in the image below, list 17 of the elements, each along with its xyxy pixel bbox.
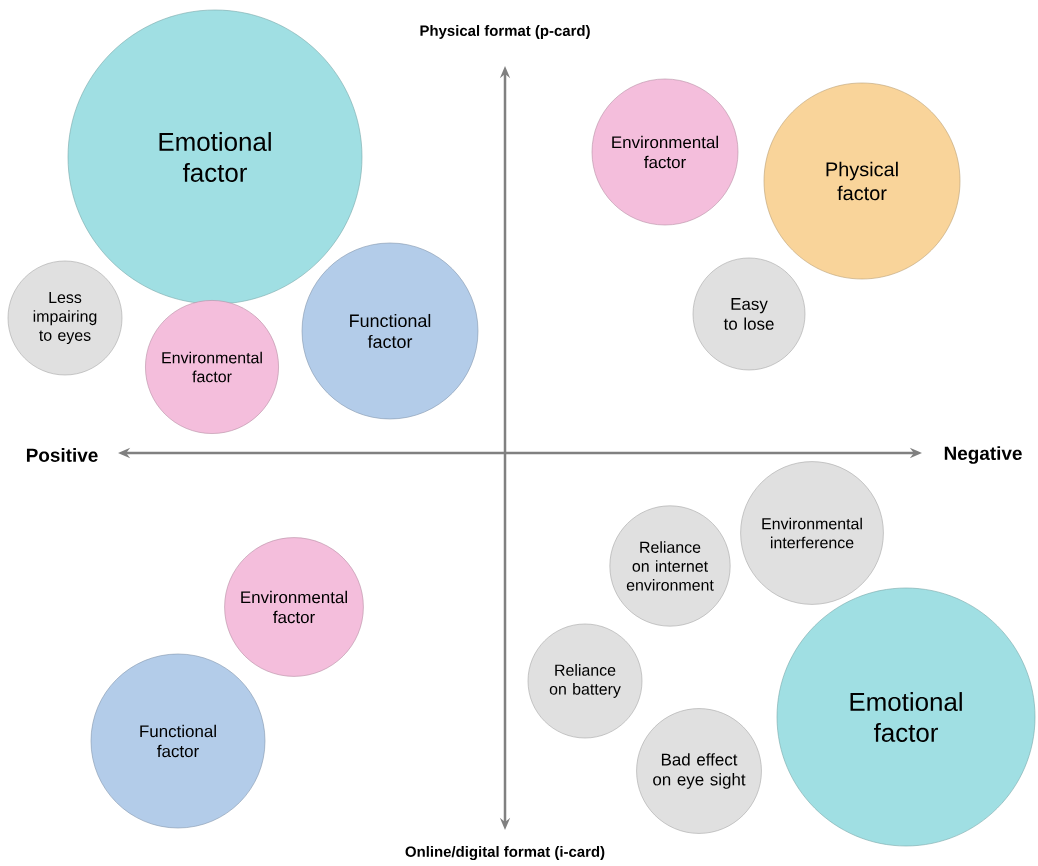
- factor-bubble: Physical factor: [763, 82, 961, 280]
- factor-bubble: Easy to lose: [692, 257, 806, 371]
- axis-label: Physical format (p-card): [420, 25, 590, 39]
- factor-bubble: Environmental factor: [591, 78, 739, 226]
- factor-bubble: Environmental factor: [145, 300, 279, 434]
- factor-bubble: Reliance on battery: [527, 623, 643, 739]
- axis-label: Online/digital format (i-card): [405, 846, 605, 860]
- factor-bubble: Functional factor: [301, 242, 479, 420]
- factor-bubble: Bad effect on eye sight: [636, 708, 762, 834]
- factor-bubble: Functional factor: [90, 653, 266, 829]
- factor-bubble: Reliance on internet environment: [609, 505, 731, 627]
- factor-bubble: Environmental interference: [740, 461, 884, 605]
- factor-bubble: Less impairing to eyes: [7, 260, 123, 376]
- axis-label: Negative: [944, 446, 1022, 464]
- factor-bubble: Emotional factor: [776, 587, 1036, 847]
- axis-label: Positive: [26, 448, 98, 462]
- factor-bubble: Environmental factor: [224, 537, 364, 677]
